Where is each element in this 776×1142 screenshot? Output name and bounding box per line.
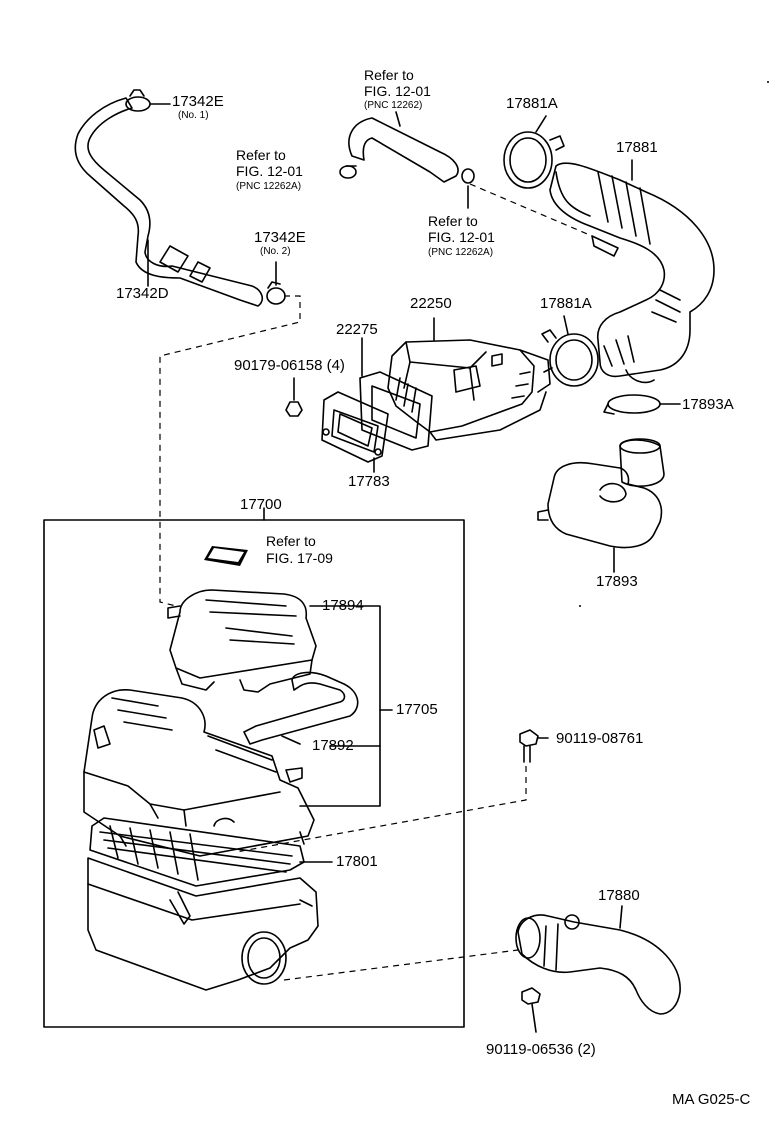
assembly-box-17700 (43, 519, 465, 1028)
label-17801: 17801 (336, 853, 378, 870)
air-flow-meter-22250 (387, 317, 553, 441)
label-17892: 17892 (312, 737, 354, 754)
plate-17783 (321, 391, 389, 473)
bolt-90119-06536 (521, 987, 541, 1033)
air-cleaner-hose-17881 (549, 159, 715, 384)
clamp-17881A-mid (541, 315, 599, 387)
clamp-17893A (603, 394, 681, 415)
screw-90179 (285, 377, 303, 417)
label-17700: 17700 (240, 496, 282, 513)
ref-top-line2: FIG. 12-01 (364, 83, 431, 99)
diagram-code: MA G025-C (672, 1091, 751, 1108)
ref-box-line1: Refer to (266, 533, 316, 549)
label-17342E-no2: 17342E (254, 229, 306, 246)
label-22250: 22250 (410, 295, 452, 312)
ref-top-line1: Refer to (364, 67, 414, 83)
filter-element-17801 (89, 817, 305, 887)
hose-refer-12-01 (339, 111, 475, 209)
duct-17880 (515, 905, 681, 1015)
label-17705: 17705 (396, 701, 438, 718)
label-17342E-no1: 17342E (172, 93, 224, 110)
bolt-90119-08761 (519, 729, 549, 763)
label-17342E-no2-note: (No. 2) (260, 246, 291, 257)
hose-17892 (243, 671, 359, 745)
resonator-17893 (537, 438, 665, 573)
clamp-17342E-no1 (125, 89, 171, 112)
ref-top-line3: (PNC 12262) (364, 100, 423, 111)
case-lower (87, 857, 319, 991)
label-90179-06158: 90179-06158 (4) (234, 357, 345, 374)
ref-left-line3: (PNC 12262A) (236, 181, 302, 192)
ref-right-line3: (PNC 12262A) (428, 247, 494, 258)
label-90119-06536: 90119-06536 (2) (486, 1041, 596, 1058)
label-17881A-mid: 17881A (540, 295, 592, 312)
label-22275: 22275 (336, 321, 378, 338)
label-17880: 17880 (598, 887, 640, 904)
label-17893: 17893 (596, 573, 638, 590)
label-17342E-no1-note: (No. 1) (178, 110, 209, 121)
ref-box-line2: FIG. 17-09 (266, 550, 333, 566)
label-17342D: 17342D (116, 285, 169, 302)
ref-left-line2: FIG. 12-01 (236, 163, 303, 179)
ref-right-line1: Refer to (428, 213, 478, 229)
clamp-17881A-top (503, 115, 565, 189)
label-17893A: 17893A (682, 396, 734, 413)
ref-left-line1: Refer to (236, 147, 286, 163)
label-90119-08761: 90119-08761 (556, 730, 644, 747)
clamp-17342E-no2 (266, 261, 286, 305)
label-17881A-top: 17881A (506, 95, 558, 112)
cover-17894 (167, 589, 323, 693)
ref-right-line2: FIG. 12-01 (428, 229, 495, 245)
case-upper (83, 689, 315, 857)
label-17881: 17881 (616, 139, 658, 156)
label-17783: 17783 (348, 473, 390, 490)
hose-17342D (74, 97, 264, 307)
label-17894: 17894 (322, 597, 364, 614)
gasket-22275 (359, 337, 433, 451)
